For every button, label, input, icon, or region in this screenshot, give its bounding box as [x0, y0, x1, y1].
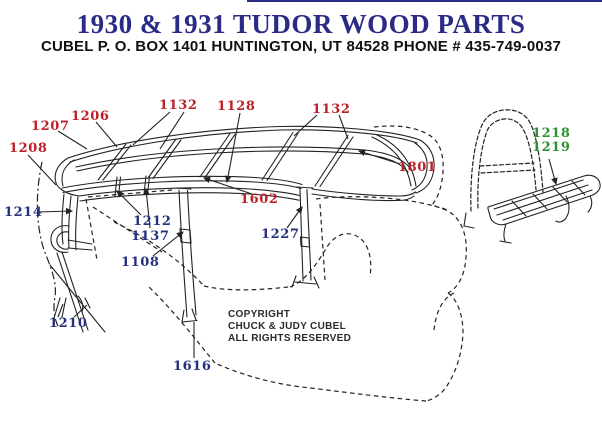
part-label-1212: 1212: [133, 214, 172, 229]
part-label-1132-left: 1132: [159, 98, 198, 113]
copyright-line-2: CHUCK & JUDY CUBEL: [228, 321, 347, 332]
pillars-and-braces: [49, 186, 320, 333]
leader-lines: [27, 111, 558, 358]
part-label-1616: 1616: [173, 359, 212, 374]
body-outline-dashed: [85, 125, 467, 402]
roof-frame: [54, 125, 435, 202]
part-label-1206: 1206: [71, 109, 110, 124]
part-label-1208: 1208: [9, 141, 48, 156]
part-label-1602: 1602: [240, 192, 279, 207]
part-label-1210: 1210: [49, 316, 88, 331]
address-line: CUBEL P. O. BOX 1401 HUNTINGTON, UT 8452…: [40, 38, 562, 55]
part-label-1207: 1207: [31, 119, 70, 134]
top-border-line: [247, 0, 602, 2]
part-label-1137: 1137: [131, 229, 170, 244]
cowl-outline-dashdot: [36, 161, 59, 327]
part-label-1108: 1108: [121, 255, 160, 270]
page-title: 1930 & 1931 TUDOR WOOD PARTS: [76, 9, 526, 39]
part-label-1219: 1219: [532, 140, 571, 155]
part-label-1227: 1227: [261, 227, 300, 242]
part-label-1801: 1801: [398, 160, 437, 175]
part-label-1132-right: 1132: [312, 102, 351, 117]
copyright-line-3: ALL RIGHTS RESERVED: [228, 333, 352, 344]
copyright-line-1: COPYRIGHT: [228, 309, 291, 320]
part-label-1218: 1218: [532, 126, 571, 141]
part-label-1128: 1128: [217, 99, 256, 114]
part-label-1214: 1214: [4, 205, 43, 220]
seat-frame: [463, 109, 601, 244]
copyright-block: COPYRIGHT CHUCK & JUDY CUBEL ALL RIGHTS …: [228, 309, 351, 345]
